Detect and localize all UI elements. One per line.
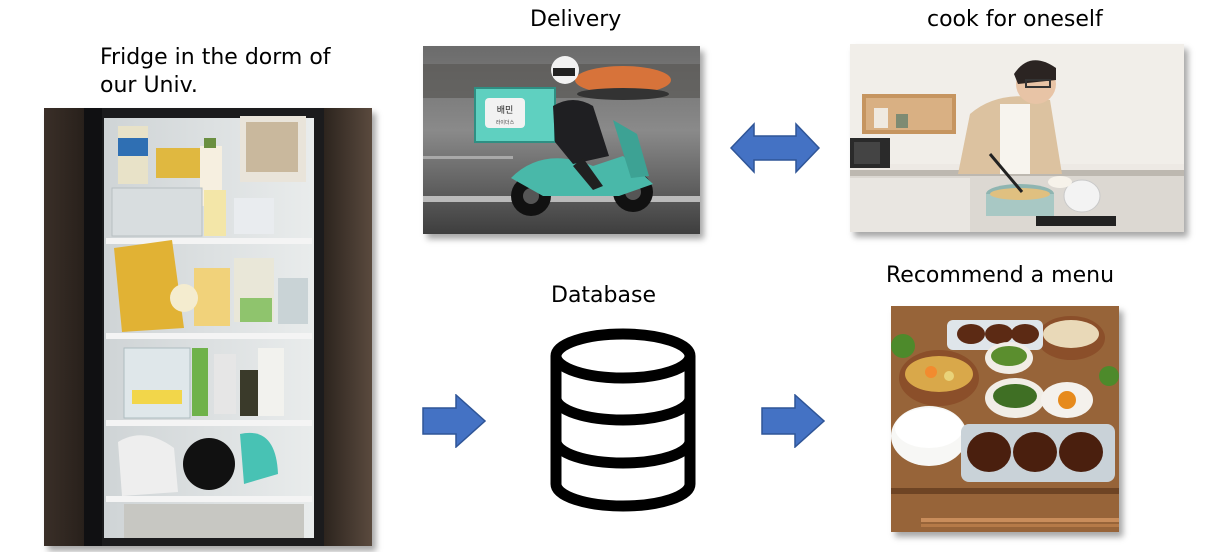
cook-photo	[850, 44, 1184, 232]
fridge-label-line2: our Univ.	[100, 73, 198, 98]
fridge-photo	[44, 108, 372, 546]
database-icon	[550, 328, 696, 512]
fridge-label-line1: Fridge in the dorm of	[100, 45, 331, 70]
meal-photo	[891, 306, 1119, 532]
recommend-label: Recommend a menu	[886, 263, 1115, 288]
right-arrow-icon	[422, 394, 486, 448]
scooter-box-text-1: 배민	[497, 105, 514, 116]
delivery-label: Delivery	[530, 7, 622, 32]
database-label: Database	[551, 283, 656, 308]
double-arrow-icon	[730, 122, 820, 174]
delivery-photo: 배민 라이더스	[423, 46, 700, 234]
right-arrow-icon	[761, 394, 825, 448]
cook-label: cook for oneself	[927, 7, 1103, 32]
fridge-label: Fridge in the dorm of our Univ.	[100, 44, 331, 100]
scooter-box-text-2: 라이더스	[496, 119, 515, 126]
